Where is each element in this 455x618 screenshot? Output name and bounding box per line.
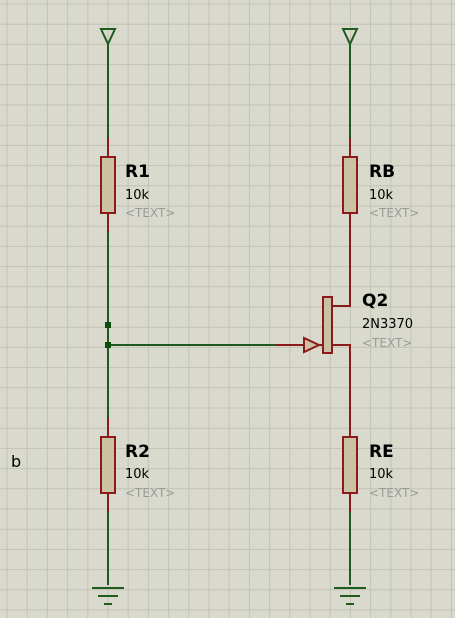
q2-name: Q2	[362, 291, 388, 311]
re-name: RE	[369, 442, 394, 462]
resistor-r1[interactable]: R1 10k <TEXT>	[100, 138, 175, 232]
r1-name: R1	[125, 162, 150, 182]
resistor-re[interactable]: RE 10k <TEXT>	[342, 418, 419, 512]
rb-name: RB	[369, 162, 395, 182]
side-label: b	[11, 452, 21, 471]
r2-value: 10k	[125, 467, 150, 482]
ground-right-icon[interactable]	[334, 587, 366, 605]
re-text: <TEXT>	[369, 486, 419, 500]
resistor-r2[interactable]: R2 10k <TEXT>	[100, 418, 175, 512]
power-terminal-right[interactable]	[341, 28, 359, 47]
junction-dot-upper	[105, 322, 111, 328]
r2-name: R2	[125, 442, 150, 462]
power-terminal-left[interactable]	[99, 28, 117, 47]
q2-value: 2N3370	[362, 317, 413, 332]
junction-dot-lower	[105, 342, 111, 348]
r1-text: <TEXT>	[125, 206, 175, 220]
r2-text: <TEXT>	[125, 486, 175, 500]
rb-value: 10k	[369, 188, 394, 203]
gate-arrow-icon	[303, 336, 322, 354]
transistor-q2[interactable]: Q2 2N3370 <TEXT>	[276, 232, 413, 418]
re-value: 10k	[369, 467, 394, 482]
rb-text: <TEXT>	[369, 206, 419, 220]
r1-value: 10k	[125, 188, 150, 203]
resistor-rb[interactable]: RB 10k <TEXT>	[342, 138, 419, 232]
ground-left-icon[interactable]	[92, 587, 124, 605]
q2-text: <TEXT>	[362, 336, 412, 350]
